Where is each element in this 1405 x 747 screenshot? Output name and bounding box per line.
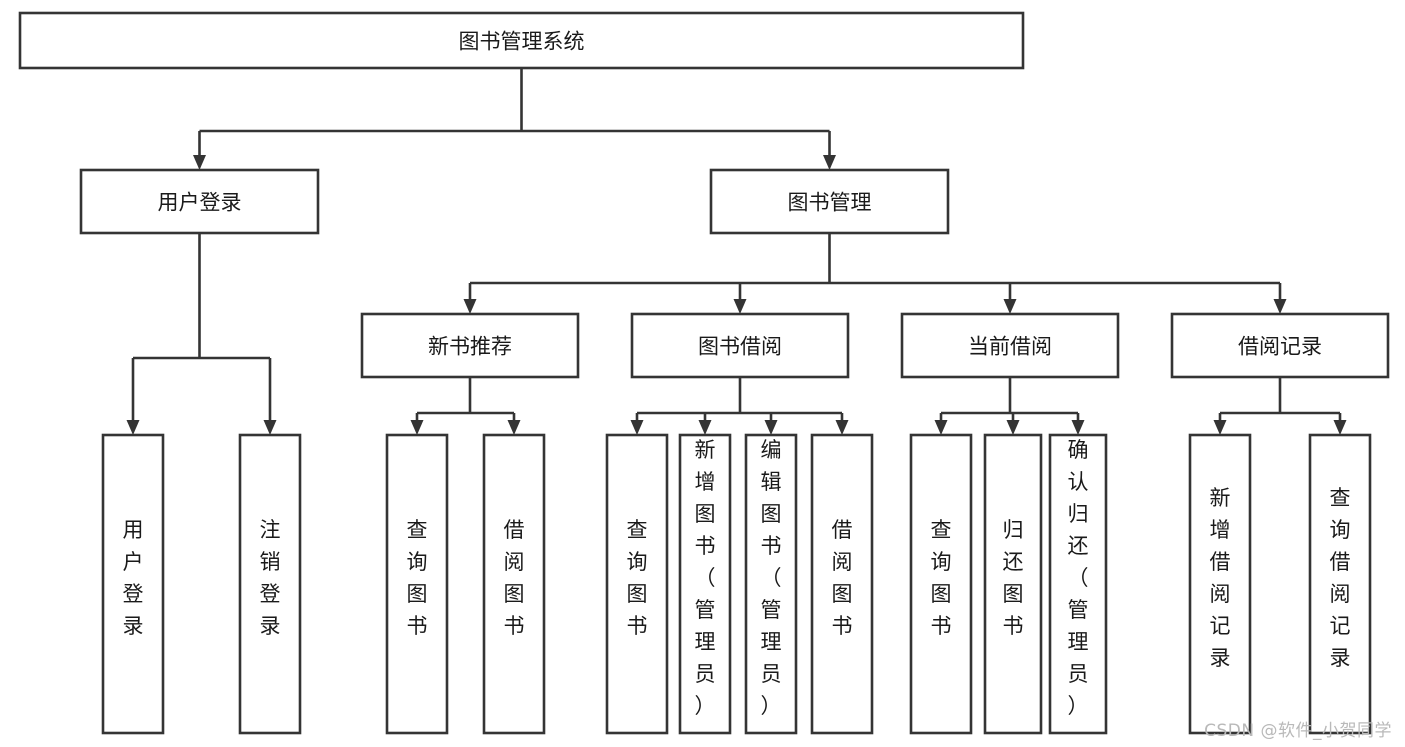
node-label: 编辑图书（管理员） <box>761 438 782 718</box>
node-label: 注销登录 <box>260 518 281 638</box>
node-box <box>1170 312 1390 379</box>
arrow-head-icon <box>698 420 712 435</box>
node-box <box>18 11 1025 70</box>
arrow-head-icon <box>126 420 140 435</box>
arrow-head-icon <box>1071 420 1085 435</box>
node-box <box>900 312 1120 379</box>
arrow-head-icon <box>934 420 948 435</box>
node-box <box>101 433 165 735</box>
arrow-head-icon <box>1333 420 1347 435</box>
connectors-layer <box>126 68 1347 435</box>
node-root[interactable]: 图书管理系统 <box>18 11 1025 70</box>
node-box <box>360 312 580 379</box>
node-box <box>678 433 732 735</box>
node-label: 用户登录 <box>158 191 242 215</box>
node-label: 用户登录 <box>123 518 144 638</box>
arrow-head-icon <box>835 420 849 435</box>
node-label: 新增图书（管理员） <box>695 438 716 718</box>
arrow-head-icon <box>1003 299 1017 314</box>
node-label: 图书管理系统 <box>459 30 585 54</box>
arrow-head-icon <box>193 155 206 170</box>
node-leaf-bb-edit[interactable]: 编辑图书（管理员） <box>744 433 798 735</box>
node-box <box>1048 433 1108 735</box>
node-leaf-user-login[interactable]: 用户登录 <box>101 433 165 735</box>
node-box <box>744 433 798 735</box>
node-leaf-cb-query[interactable]: 查询图书 <box>909 433 973 735</box>
node-box <box>238 433 302 735</box>
node-label: 当前借阅 <box>968 335 1052 359</box>
node-leaf-br-add[interactable]: 新增借阅记录 <box>1188 433 1252 735</box>
node-box <box>810 433 874 735</box>
node-label: 借阅记录 <box>1238 335 1322 359</box>
node-current-borrow[interactable]: 当前借阅 <box>900 312 1120 379</box>
node-leaf-user-logout[interactable]: 注销登录 <box>238 433 302 735</box>
node-label: 图书借阅 <box>698 335 782 359</box>
node-leaf-rec-borrow[interactable]: 借阅图书 <box>482 433 546 735</box>
nodes-layer: 图书管理系统用户登录图书管理新书推荐图书借阅当前借阅借阅记录用户登录注销登录查询… <box>18 11 1390 735</box>
node-leaf-rec-query[interactable]: 查询图书 <box>385 433 449 735</box>
node-leaf-br-query[interactable]: 查询借阅记录 <box>1308 433 1372 735</box>
node-box <box>983 433 1043 735</box>
node-label: 查询图书 <box>931 518 952 638</box>
node-label: 确认归还（管理员） <box>1068 438 1089 718</box>
arrow-head-icon <box>1273 299 1287 314</box>
node-leaf-bb-borrow[interactable]: 借阅图书 <box>810 433 874 735</box>
watermark-label: CSDN @软件_小贺同学 <box>1204 721 1392 741</box>
arrow-head-icon <box>507 420 521 435</box>
node-box <box>630 312 850 379</box>
node-box <box>1308 433 1372 735</box>
node-label: 借阅图书 <box>504 518 525 638</box>
node-label: 借阅图书 <box>832 518 853 638</box>
node-label: 新增借阅记录 <box>1210 486 1231 670</box>
node-box <box>79 168 320 235</box>
node-borrow-record[interactable]: 借阅记录 <box>1170 312 1390 379</box>
arrow-head-icon <box>1006 420 1020 435</box>
node-box <box>1188 433 1252 735</box>
arrow-head-icon <box>764 420 778 435</box>
arrow-head-icon <box>823 155 836 170</box>
node-leaf-bb-add[interactable]: 新增图书（管理员） <box>678 433 732 735</box>
node-leaf-cb-return[interactable]: 归还图书 <box>983 433 1043 735</box>
node-leaf-cb-confirm[interactable]: 确认归还（管理员） <box>1048 433 1108 735</box>
node-leaf-bb-query[interactable]: 查询图书 <box>605 433 669 735</box>
node-label: 查询图书 <box>627 518 648 638</box>
node-label: 查询借阅记录 <box>1330 486 1351 670</box>
node-book-manage[interactable]: 图书管理 <box>709 168 950 235</box>
node-new-book-rec[interactable]: 新书推荐 <box>360 312 580 379</box>
node-label: 归还图书 <box>1003 518 1024 638</box>
node-label: 图书管理 <box>788 191 872 215</box>
arrow-head-icon <box>733 299 747 314</box>
arrow-head-icon <box>630 420 644 435</box>
arrow-head-icon <box>410 420 424 435</box>
node-box <box>482 433 546 735</box>
node-box <box>605 433 669 735</box>
arrow-head-icon <box>1213 420 1227 435</box>
arrow-head-icon <box>463 299 477 314</box>
node-label: 新书推荐 <box>428 335 512 359</box>
node-book-borrow[interactable]: 图书借阅 <box>630 312 850 379</box>
node-box <box>909 433 973 735</box>
node-user-login[interactable]: 用户登录 <box>79 168 320 235</box>
node-box <box>385 433 449 735</box>
arrow-head-icon <box>263 420 277 435</box>
node-box <box>709 168 950 235</box>
node-label: 查询图书 <box>407 518 428 638</box>
